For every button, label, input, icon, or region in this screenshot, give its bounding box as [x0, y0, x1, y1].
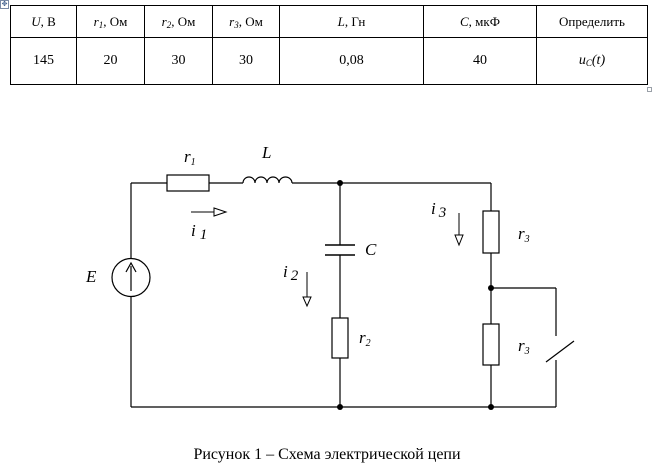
label-capacitor: C: [365, 240, 377, 259]
current-arrow-i3: [454, 213, 464, 247]
value-cell-r2: 30: [144, 37, 213, 85]
header-cell-r1: r1, Ом: [76, 5, 145, 38]
header-cell-r2: r2, Ом: [144, 5, 213, 38]
value-cell-determine: uC(t): [536, 37, 648, 85]
current-arrow-i2: [302, 272, 312, 308]
parameters-table: U, В r1, Ом r2, Ом r3, Ом L, Гн C, мкФ О…: [10, 5, 648, 85]
figure-caption: Рисунок 1 – Схема электрической цепи: [193, 446, 461, 463]
table-header-row: U, В r1, Ом r2, Ом r3, Ом L, Гн C, мкФ О…: [10, 5, 648, 38]
resistor-r2: [331, 317, 349, 359]
table-value-row: 145 20 30 30 0,08 40 uC(t): [10, 37, 648, 85]
resistor-r1: [166, 174, 210, 192]
inductor-coil: [242, 176, 293, 184]
value-cell-capacitance: 40: [423, 37, 537, 85]
label-r3-top: r3: [518, 224, 530, 245]
label-r1: r1: [184, 147, 196, 168]
label-r3-bottom: r3: [518, 336, 530, 357]
header-cell-capacitance: C, мкФ: [423, 5, 537, 38]
value-cell-r1: 20: [76, 37, 145, 85]
label-source-e: E: [85, 267, 97, 286]
header-cell-r3: r3, Ом: [212, 5, 280, 38]
value-cell-r3: 30: [212, 37, 280, 85]
table-end-marker: [647, 87, 652, 92]
switch-blade: [545, 340, 575, 363]
label-r2: r2: [359, 328, 371, 349]
header-cell-determine: Определить: [536, 5, 648, 38]
junction-dots: [337, 180, 494, 410]
resistor-r3-bottom: [482, 323, 500, 366]
table-move-handle[interactable]: ✥: [0, 0, 9, 9]
label-inductor: L: [261, 143, 271, 162]
circuit-wires: [130, 182, 557, 408]
resistor-r3-top: [482, 210, 500, 254]
voltage-source: [111, 257, 151, 298]
header-cell-voltage: U, В: [10, 5, 77, 38]
capacitor: [325, 244, 355, 256]
current-arrow-i1: [191, 207, 228, 217]
value-cell-inductance: 0,08: [279, 37, 424, 85]
